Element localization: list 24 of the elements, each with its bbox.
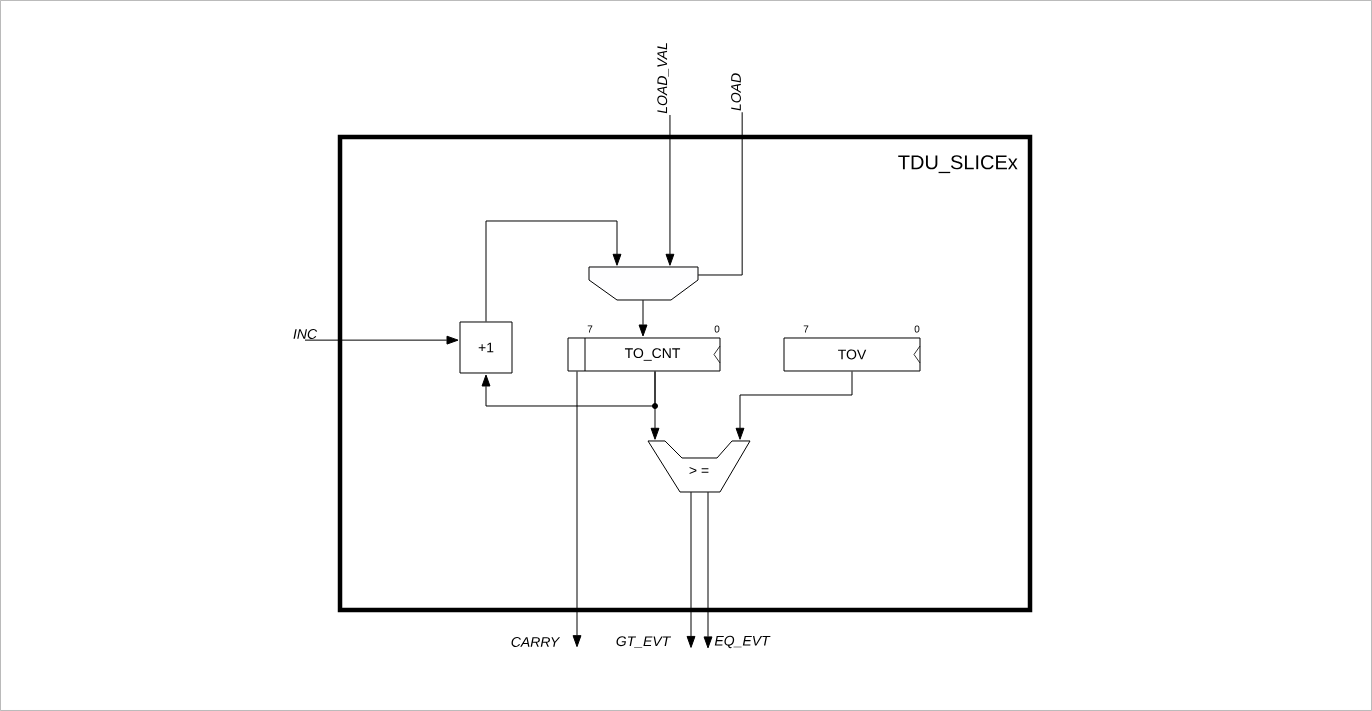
arrow — [572, 371, 582, 648]
signal-label: INC — [293, 329, 318, 339]
signal-label: EQ_EVT — [714, 635, 771, 649]
register-box: TOV — [783, 337, 921, 372]
arrow — [638, 299, 648, 337]
signal-label: LOAD — [731, 73, 741, 111]
arrow — [485, 220, 622, 322]
comparator: > = — [647, 440, 751, 493]
signal-label: LOAD_VAL — [657, 43, 669, 114]
arrow — [735, 371, 853, 440]
signal-label: GT_EVT — [616, 636, 672, 648]
arrow — [304, 335, 459, 345]
signal-label: CARRY — [511, 637, 561, 647]
arrow — [703, 491, 713, 649]
arrow — [686, 491, 696, 648]
adder-box: +1 — [459, 321, 513, 374]
register-box: TO_CNT — [567, 337, 721, 372]
multiplexer — [588, 266, 699, 301]
bit-index: 0 — [714, 325, 720, 333]
bit-index: 0 — [914, 325, 920, 333]
bit-index: 7 — [587, 325, 593, 333]
bit-index: 7 — [803, 325, 809, 333]
arrow — [481, 371, 656, 407]
arrow — [665, 114, 675, 266]
